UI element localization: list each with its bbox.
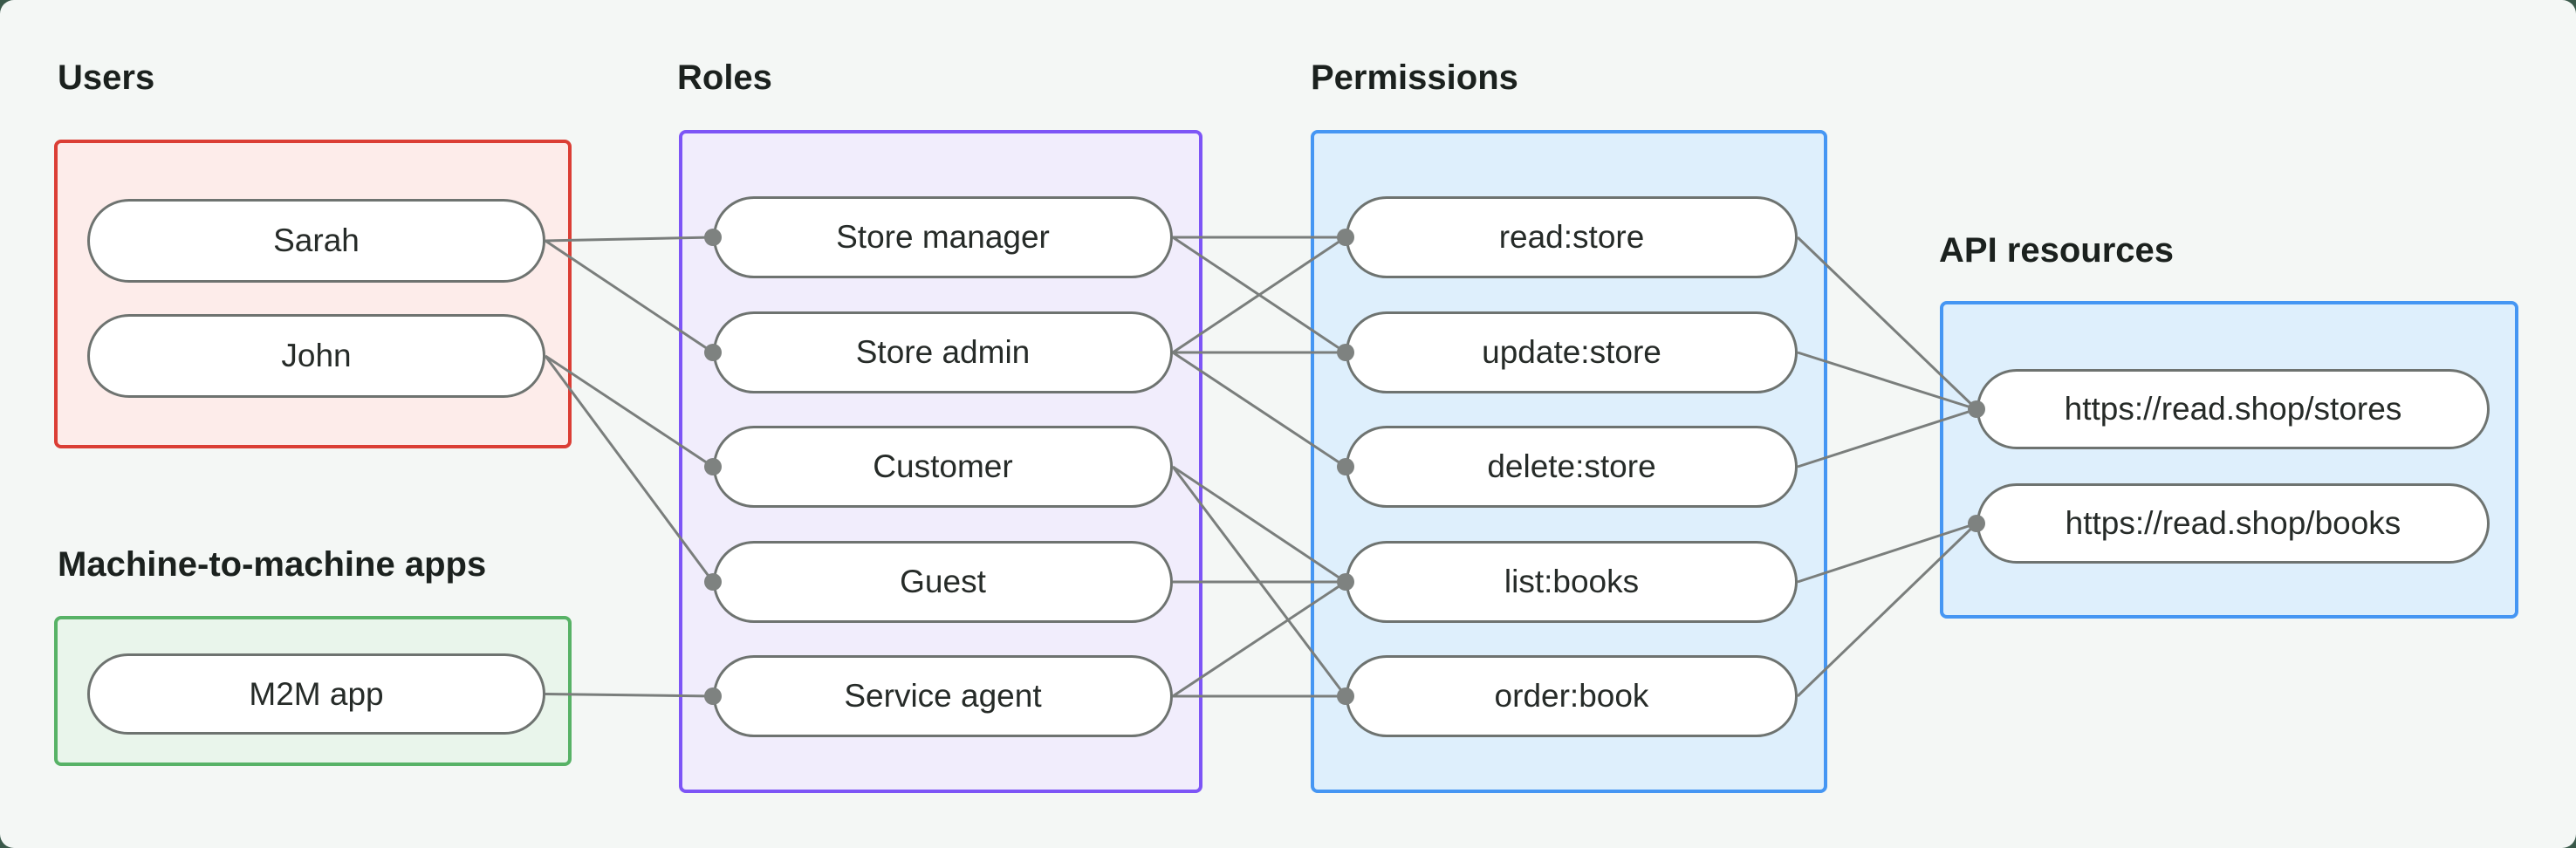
node-store-admin-label: Store admin [855, 334, 1031, 370]
node-store-admin: Store admin [713, 311, 1173, 393]
roles-heading: Roles [677, 58, 772, 97]
node-guest-label: Guest [900, 564, 986, 599]
users-heading: Users [58, 58, 155, 97]
node-update-store: update:store [1346, 311, 1798, 393]
node-service-agent: Service agent [713, 655, 1173, 737]
node-update-store-label: update:store [1482, 334, 1661, 370]
node-list-books: list:books [1346, 541, 1798, 623]
m2m-heading: Machine-to-machine apps [58, 545, 487, 584]
node-m2m-app: M2M app [87, 653, 545, 735]
node-stores-resource-label: https://read.shop/stores [2064, 391, 2402, 427]
m2m-group-box: M2M app [54, 616, 572, 766]
node-guest: Guest [713, 541, 1173, 623]
node-m2m-app-label: M2M app [249, 675, 384, 712]
roles-group-box: Store manager Store admin Customer Guest… [679, 130, 1202, 793]
node-read-store-label: read:store [1498, 219, 1645, 255]
node-store-manager: Store manager [713, 196, 1173, 278]
node-order-book-label: order:book [1494, 678, 1649, 714]
permissions-group-box: read:store update:store delete:store lis… [1311, 130, 1827, 793]
node-sarah-label: Sarah [273, 222, 360, 258]
node-delete-store: delete:store [1346, 426, 1798, 508]
node-delete-store-label: delete:store [1487, 448, 1656, 484]
node-read-store: read:store [1346, 196, 1798, 278]
node-service-agent-label: Service agent [844, 678, 1042, 714]
node-books-resource-label: https://read.shop/books [2065, 505, 2401, 541]
permissions-heading: Permissions [1311, 58, 1518, 97]
node-books-resource: https://read.shop/books [1977, 483, 2490, 564]
node-sarah: Sarah [87, 199, 545, 283]
api-resources-heading: API resources [1939, 231, 2175, 270]
node-customer: Customer [713, 426, 1173, 508]
node-customer-label: Customer [873, 448, 1013, 484]
node-order-book: order:book [1346, 655, 1798, 737]
users-group-box: Sarah John [54, 140, 572, 448]
node-stores-resource: https://read.shop/stores [1977, 369, 2490, 449]
node-store-manager-label: Store manager [836, 219, 1050, 255]
node-john: John [87, 314, 545, 398]
node-list-books-label: list:books [1504, 564, 1640, 599]
api-resources-group-box: https://read.shop/stores https://read.sh… [1940, 301, 2518, 619]
node-john-label: John [281, 338, 352, 373]
